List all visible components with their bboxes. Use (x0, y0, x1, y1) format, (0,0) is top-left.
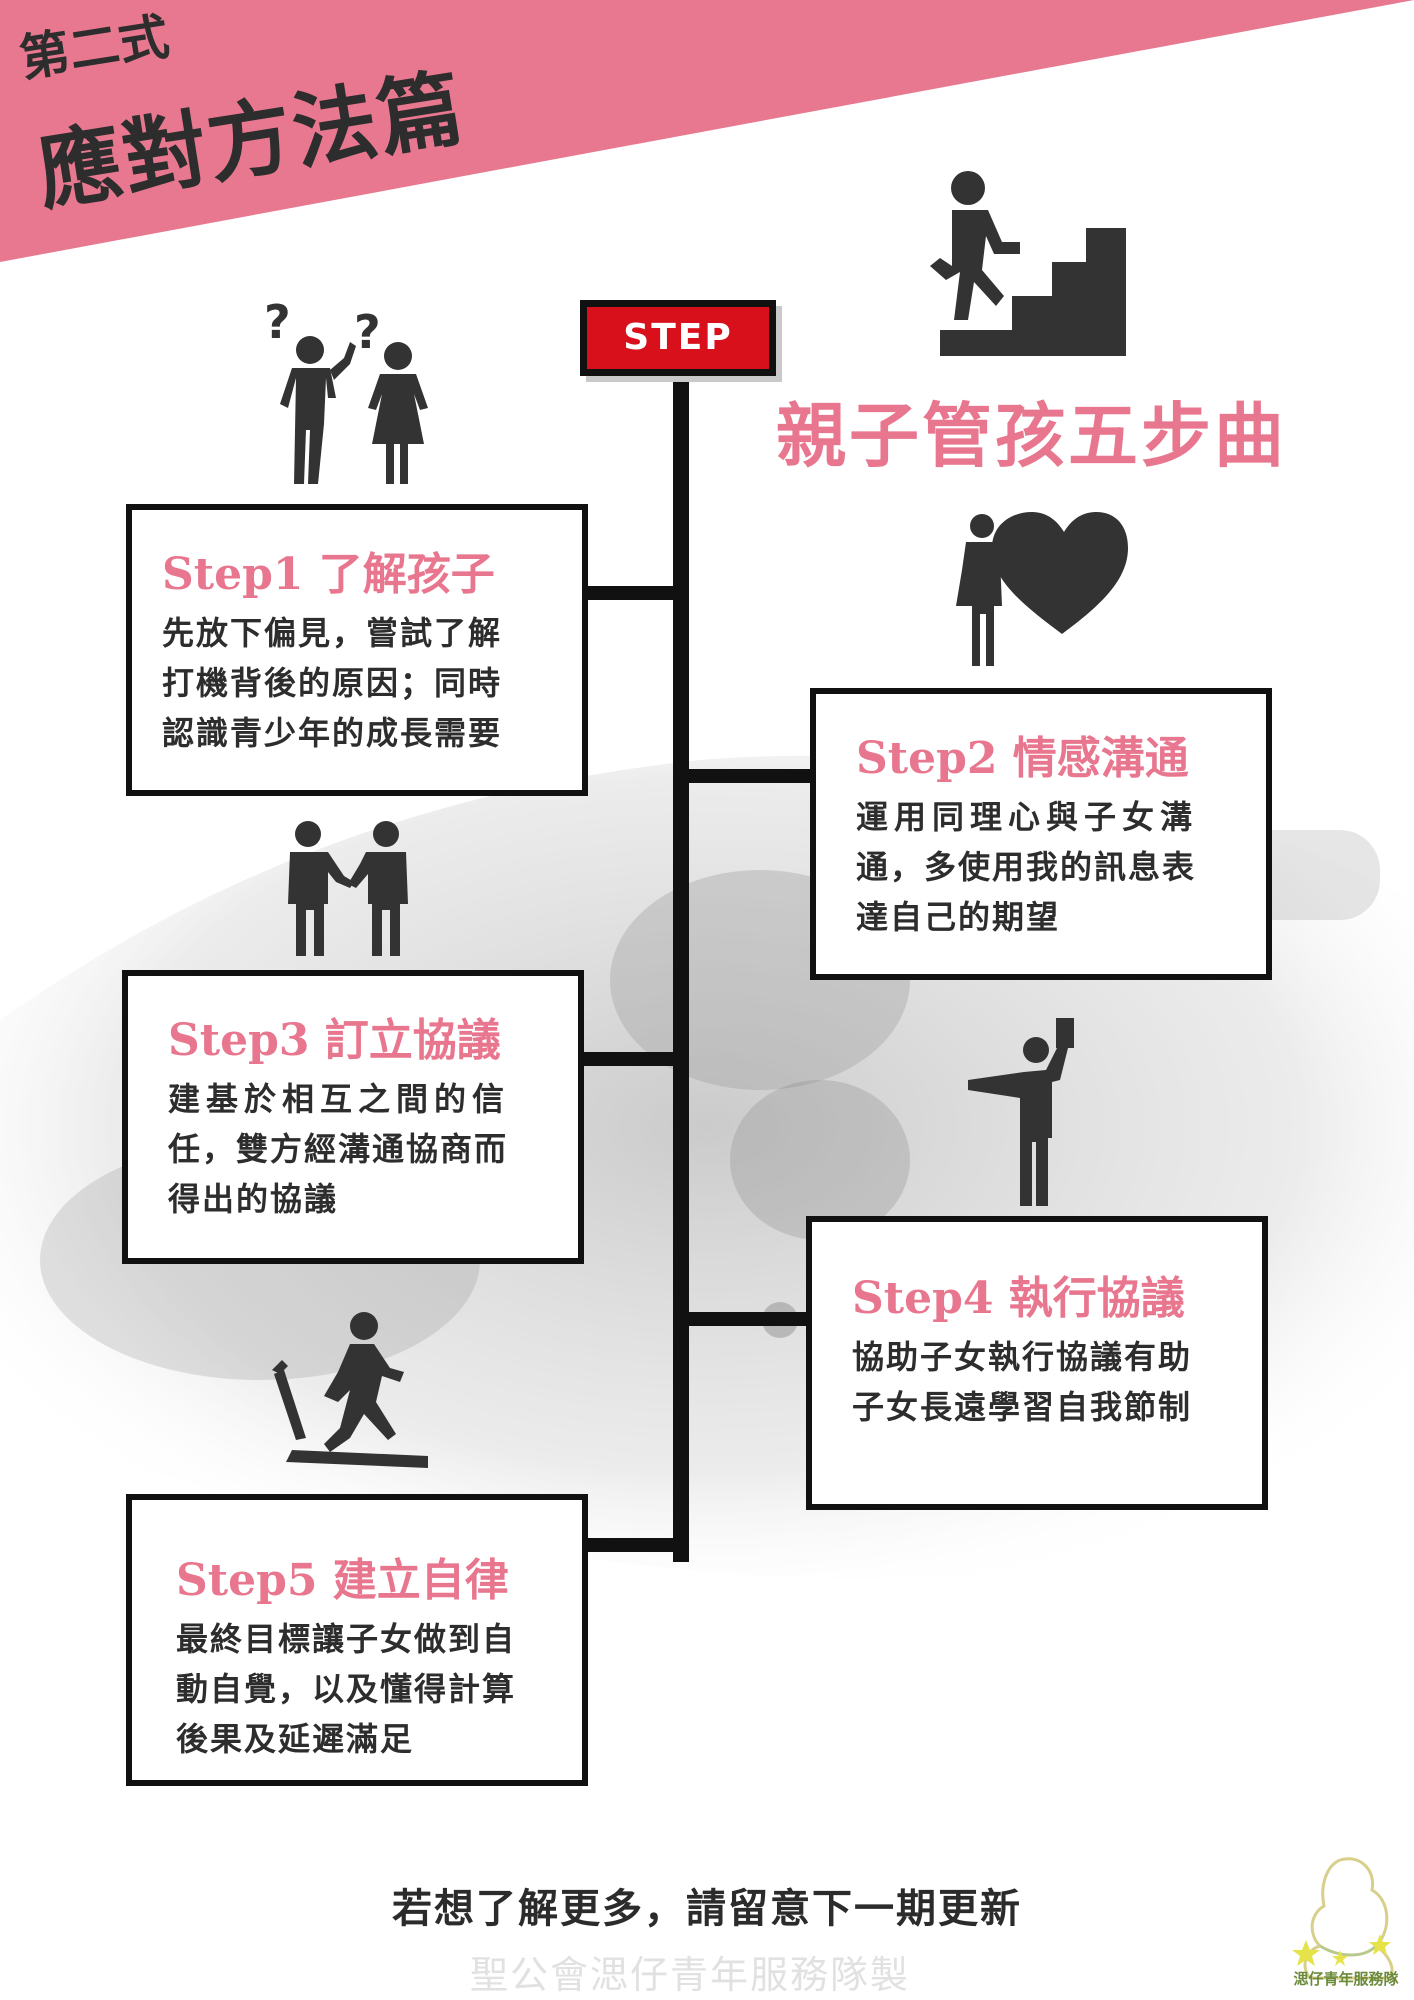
step1-line2: 打機背後的原因；同時 (162, 664, 503, 702)
step5-line3: 後果及延遲滿足 (176, 1720, 415, 1758)
step4-title: Step4 執行協議 (852, 1273, 1185, 1324)
step5-line1: 最終目標讓子女做到自 (176, 1620, 517, 1658)
organization-logo-icon (1292, 1857, 1394, 1980)
step3-line2: 任，雙方經溝通協商而 (168, 1130, 509, 1168)
step5-card: Step5 建立自律 最終目標讓子女做到自 動自覺，以及懂得計算 後果及延遲滿足 (126, 1494, 588, 1786)
step3-line3: 得出的協議 (168, 1180, 339, 1218)
header-banner (0, 0, 1414, 262)
step2-line3: 達自己的期望 (856, 898, 1061, 936)
step1-card: Step1 了解孩子 先放下偏見，嘗試了解 打機背後的原因；同時 認識青少年的成… (126, 504, 588, 796)
step5-line2: 動自覺，以及懂得計算 (176, 1670, 517, 1708)
connector-step1 (582, 586, 682, 600)
step2-card: Step2 情感溝通 運用同理心與子女溝 通，多使用我的訊息表 達自己的期望 (810, 688, 1272, 980)
connector-step4 (682, 1312, 808, 1326)
main-title: 親子管孩五步曲 (776, 395, 1287, 477)
person-heart-icon (956, 512, 1128, 666)
step2-title: Step2 情感溝通 (856, 733, 1189, 784)
footer-message: 若想了解更多，請留意下一期更新 (392, 1886, 1022, 1932)
step3-title: Step3 訂立協議 (168, 1015, 501, 1066)
step4-line1: 協助子女執行協議有助 (852, 1338, 1193, 1376)
step1-title: Step1 了解孩子 (162, 549, 495, 600)
svg-text:?: ? (264, 298, 291, 349)
connector-step5 (586, 1538, 682, 1552)
logo-text: 㴓仔青年服務隊 (1293, 1970, 1399, 1988)
step5-title: Step5 建立自律 (176, 1555, 509, 1606)
confused-parents-icon: ? ? (264, 298, 428, 484)
step-tag: STEP (580, 300, 776, 376)
step1-line1: 先放下偏見，嘗試了解 (162, 614, 503, 652)
footer-credit: 聖公會㴓仔青年服務隊製 (469, 1953, 910, 1997)
handshake-icon (288, 821, 408, 956)
connector-step3 (580, 1052, 682, 1066)
step2-line1: 運用同理心與子女溝 (856, 798, 1199, 836)
timeline-spine (673, 382, 689, 1562)
step2-line2: 通，多使用我的訊息表 (856, 848, 1197, 886)
step4-line2: 子女長遠學習自我節制 (852, 1388, 1193, 1426)
svg-text:?: ? (354, 305, 381, 359)
step3-card: Step3 訂立協議 建基於相互之間的信 任，雙方經溝通協商而 得出的協議 (122, 970, 584, 1264)
step4-card: Step4 執行協議 協助子女執行協議有助 子女長遠學習自我節制 (806, 1216, 1268, 1510)
step1-line3: 認識青少年的成長需要 (162, 714, 503, 752)
connector-step2 (682, 769, 812, 783)
treadmill-icon (272, 1312, 428, 1468)
person-pointing-icon (968, 1018, 1074, 1206)
stairs-climber-icon (930, 171, 1126, 356)
step3-line1: 建基於相互之間的信 (168, 1080, 511, 1118)
